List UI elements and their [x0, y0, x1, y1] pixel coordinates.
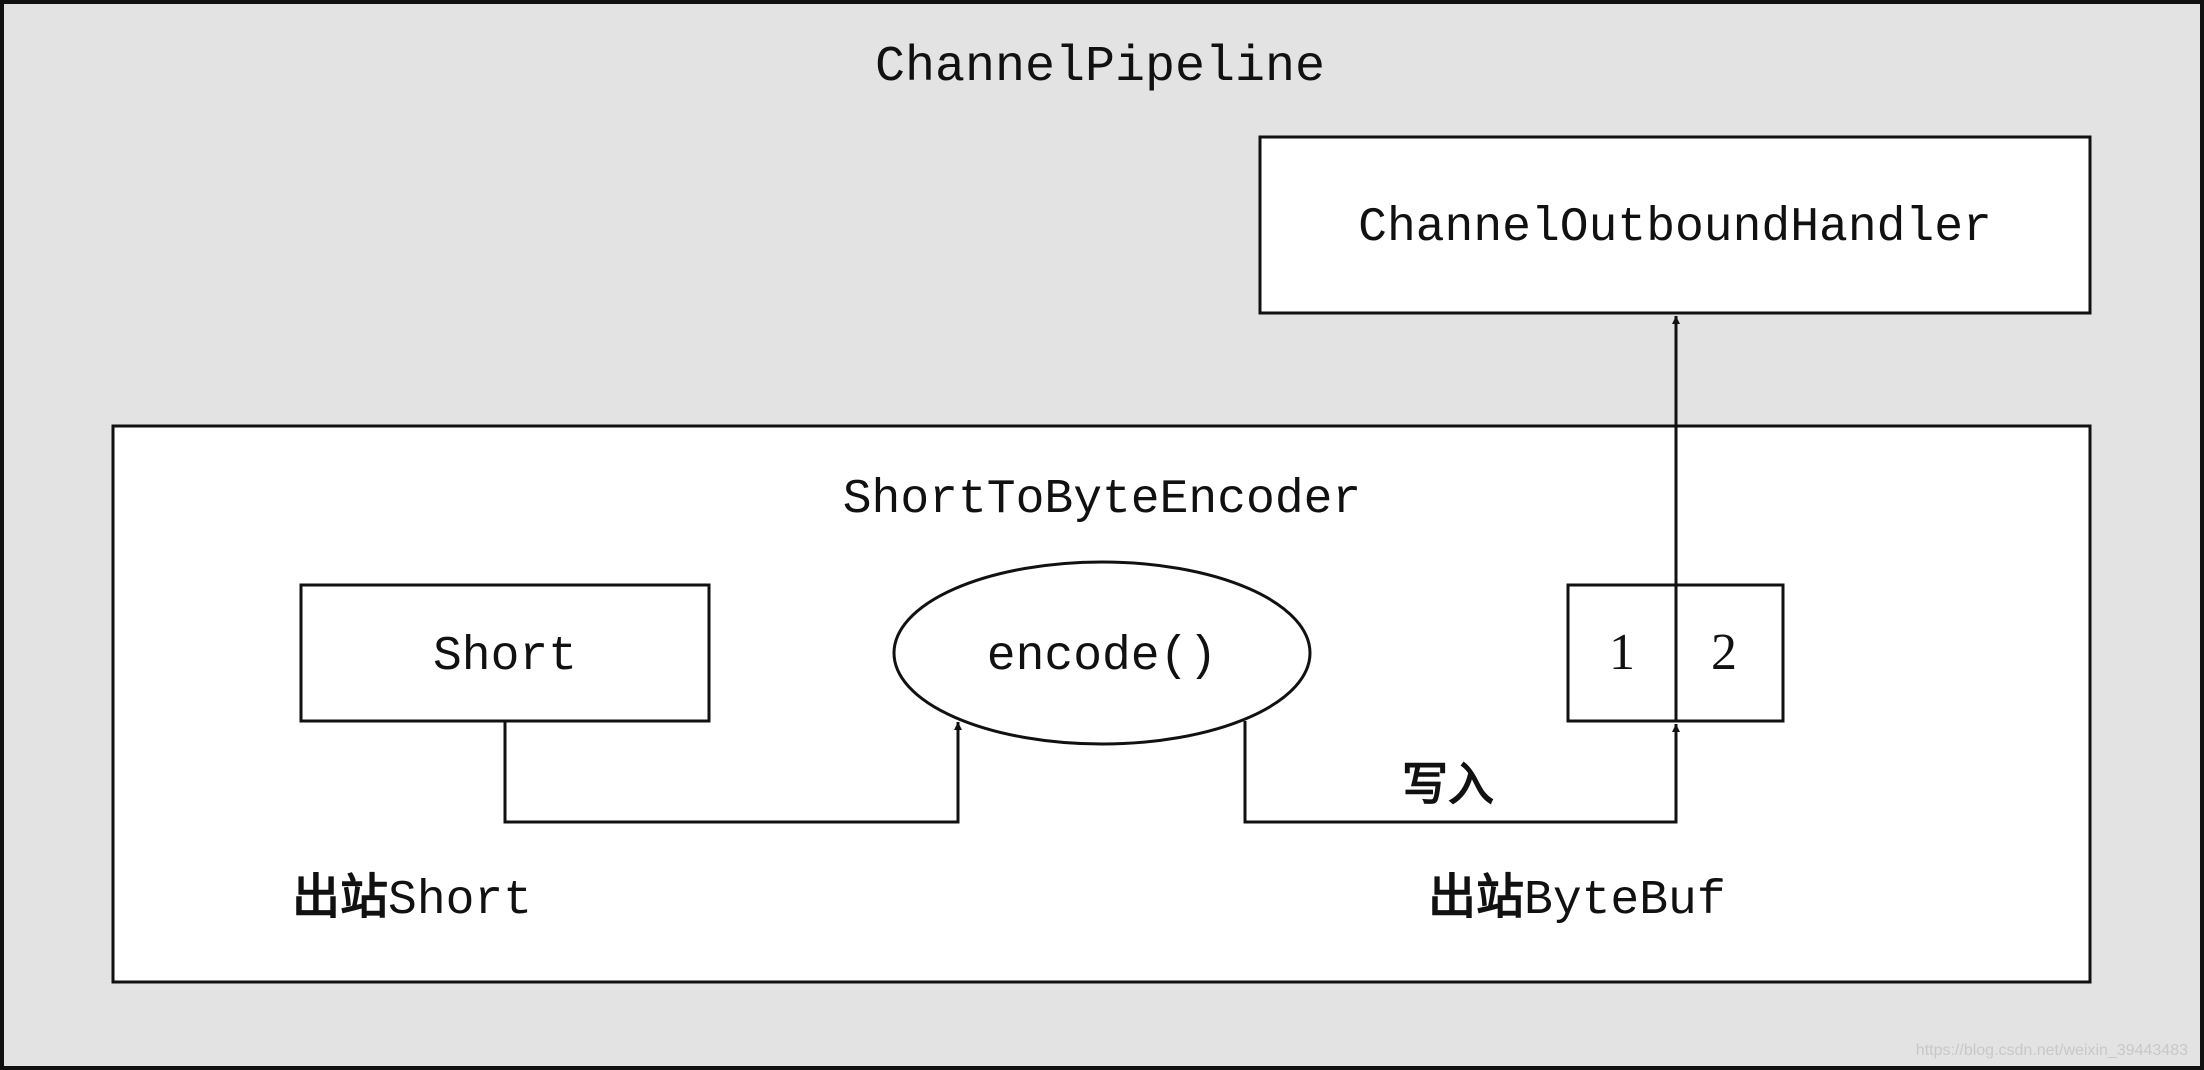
- encode-to-bytebuf-arrow: [1243, 721, 1680, 824]
- source-watermark: https://blog.csdn.net/weixin_39443483: [1916, 1042, 2188, 1059]
- short-to-encode-arrow: [503, 721, 962, 824]
- encode-method-ellipse: [892, 560, 1312, 746]
- bytebuf-cell-2: 2: [1711, 624, 1737, 681]
- channel-outbound-handler-box: [1258, 135, 2092, 315]
- bytebuf-cell-1: 1: [1609, 624, 1635, 681]
- outbound-bytebuf-prefix: 出站: [1428, 869, 1524, 925]
- outbound-short-type: Short: [388, 874, 532, 928]
- short-input-box: [299, 583, 711, 723]
- channel-pipeline-title: ChannelPipeline: [875, 39, 1325, 96]
- outbound-short-prefix: 出站: [292, 869, 388, 925]
- outbound-bytebuf-label: 出站ByteBuf: [1428, 869, 1726, 928]
- write-label: 写入: [1402, 757, 1494, 811]
- channel-outbound-handler-label: ChannelOutboundHandler: [1358, 201, 1992, 255]
- encode-method-label: encode(): [987, 630, 1217, 684]
- outbound-bytebuf-type: ByteBuf: [1524, 874, 1726, 928]
- short-to-byte-encoder-title: ShortToByteEncoder: [843, 473, 1361, 527]
- outbound-short-label: 出站Short: [292, 869, 532, 928]
- short-input-label: Short: [433, 630, 577, 684]
